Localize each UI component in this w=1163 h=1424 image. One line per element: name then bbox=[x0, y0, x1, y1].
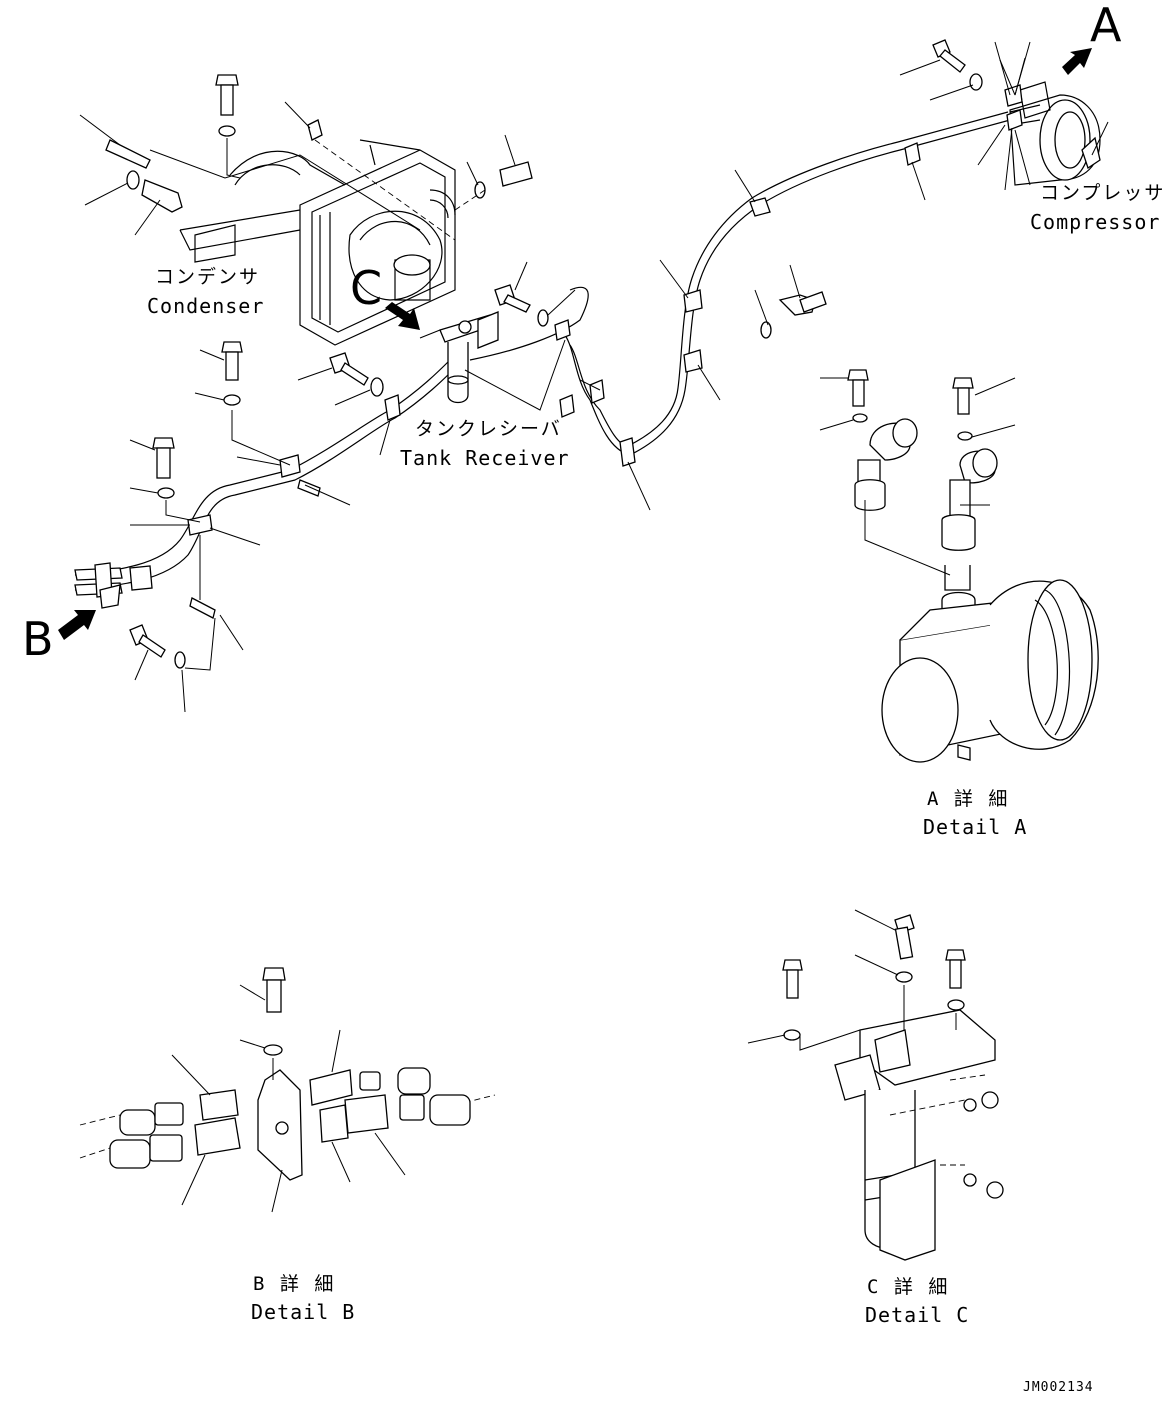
detail-b-drawing bbox=[79, 967, 496, 1213]
detail-a-title-jp: A 詳 細 bbox=[927, 788, 1010, 810]
tank-receiver-label-en: Tank Receiver bbox=[400, 446, 570, 470]
detail-a-drawing bbox=[819, 369, 1099, 763]
compressor-label-jp: コンプレッサ bbox=[1040, 182, 1163, 204]
detail-b-title-jp: B 詳 細 bbox=[253, 1273, 336, 1295]
hose-joints-b bbox=[74, 562, 153, 609]
main-fasteners bbox=[129, 284, 827, 671]
callout-a-letter: A bbox=[1090, 0, 1122, 52]
drawing-reference-number: JM002134 bbox=[1023, 1380, 1094, 1395]
detail-c-title-en: Detail C bbox=[865, 1303, 970, 1327]
condenser-fasteners bbox=[105, 74, 533, 241]
detail-a-title-en: Detail A bbox=[923, 815, 1028, 839]
tank-receiver-label-jp: タンクレシーバ bbox=[415, 418, 562, 440]
arrow-a bbox=[1062, 48, 1092, 75]
callout-c-letter: C bbox=[350, 261, 383, 315]
detail-c-title-jp: C 詳 細 bbox=[867, 1276, 950, 1298]
condenser-label-jp: コンデンサ bbox=[155, 266, 261, 288]
tank-receiver bbox=[419, 311, 499, 404]
compressor bbox=[932, 39, 1101, 186]
arrow-c bbox=[385, 302, 420, 330]
leader-lines bbox=[79, 41, 1109, 713]
arrow-b bbox=[58, 610, 96, 640]
detail-b-title-en: Detail B bbox=[251, 1300, 356, 1324]
condenser bbox=[179, 139, 456, 346]
hose-clamps bbox=[187, 142, 921, 619]
condenser-label-en: Condenser bbox=[147, 294, 265, 318]
compressor-label-en: Compressor bbox=[1030, 210, 1161, 234]
hose-routing bbox=[74, 104, 1041, 591]
detail-c-drawing bbox=[747, 909, 1004, 1261]
callout-b-letter: B bbox=[22, 612, 54, 666]
